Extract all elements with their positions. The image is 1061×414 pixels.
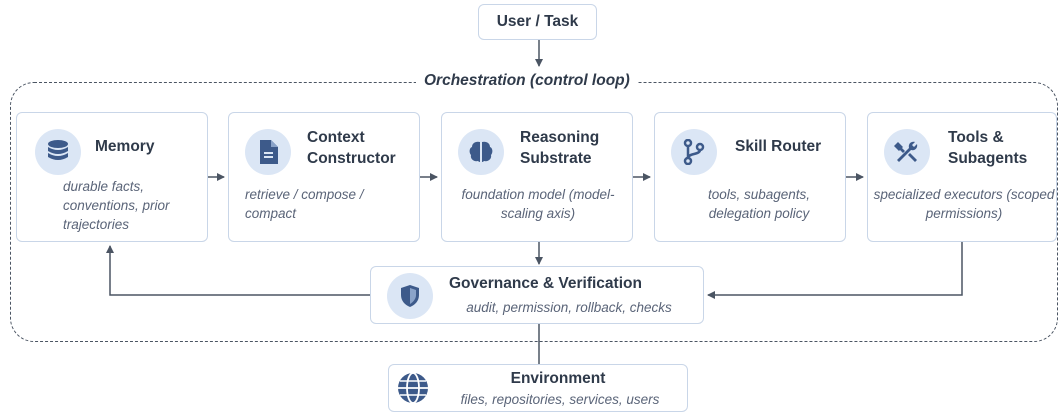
environment-subtitle: files, repositories, services, users xyxy=(460,392,660,407)
memory-subtitle: durable facts, conventions, prior trajec… xyxy=(63,179,170,232)
user-task-title: User / Task xyxy=(496,13,579,30)
governance-box: Governance & Verification audit, permiss… xyxy=(370,266,704,324)
governance-subtitle: audit, permission, rollback, checks xyxy=(466,300,672,315)
reasoning-title: Reasoning Substrate xyxy=(520,129,600,167)
governance-title: Governance & Verification xyxy=(449,275,642,292)
tools-icon xyxy=(884,129,930,175)
tools-subagents-box: Tools & Subagents specialized executors … xyxy=(867,112,1057,242)
tools-subtitle: specialized executors (scoped permission… xyxy=(873,187,1055,221)
reasoning-substrate-box: Reasoning Substrate foundation model (mo… xyxy=(441,112,633,242)
memory-title: Memory xyxy=(95,138,155,155)
reasoning-subtitle: foundation model (model-scaling axis) xyxy=(461,187,615,221)
globe-icon xyxy=(393,368,433,408)
memory-box: Memory durable facts, conventions, prior… xyxy=(16,112,208,242)
tools-title: Tools & Subagents xyxy=(948,129,1028,167)
context-title: Context Constructor xyxy=(307,129,396,167)
skill-router-box: Skill Router tools, subagents, delegatio… xyxy=(654,112,846,242)
router-title: Skill Router xyxy=(735,138,822,155)
environment-title: Environment xyxy=(510,370,606,387)
router-subtitle: tools, subagents, delegation policy xyxy=(707,187,811,221)
user-task-box: User / Task xyxy=(478,4,597,40)
orchestration-label: Orchestration (control loop) xyxy=(416,72,638,90)
branch-icon xyxy=(671,129,717,175)
database-icon xyxy=(35,129,81,175)
context-subtitle: retrieve / compose / compact xyxy=(245,187,364,221)
environment-box: Environment files, repositories, service… xyxy=(388,364,688,412)
context-constructor-box: Context Constructor retrieve / compose /… xyxy=(228,112,420,242)
document-icon xyxy=(245,129,291,175)
brain-icon xyxy=(458,129,504,175)
arrow-governance-to-memory xyxy=(106,245,370,296)
arrow-tools-to-governance xyxy=(707,242,963,299)
shield-icon xyxy=(387,273,433,319)
